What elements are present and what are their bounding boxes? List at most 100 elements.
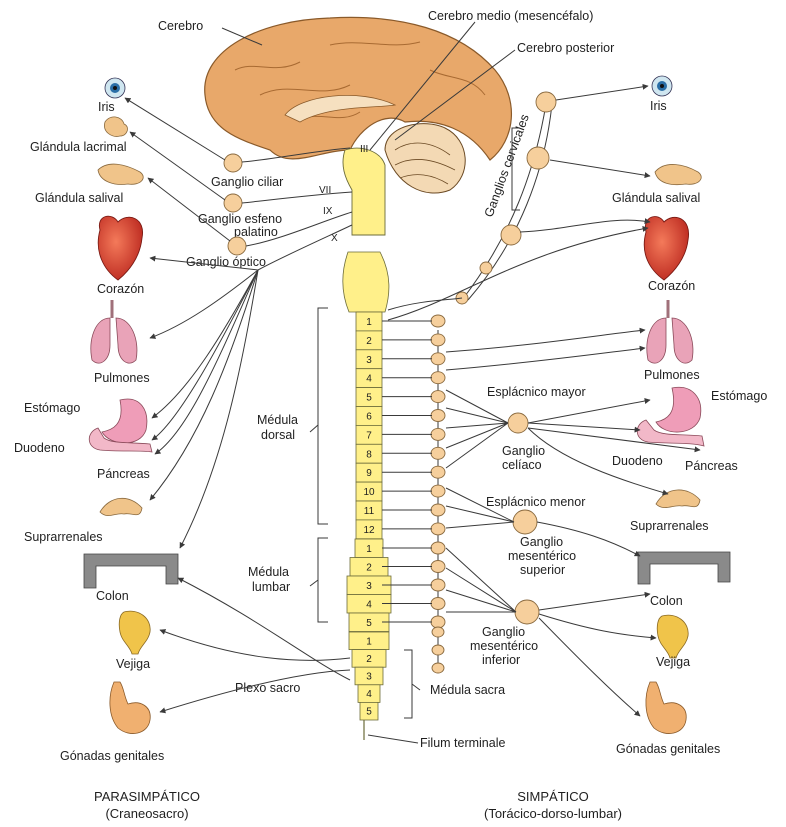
chain-ganglion: [431, 334, 445, 346]
label-ganglio-ciliar: Ganglio ciliar: [211, 175, 283, 189]
label-duodeno-right: Duodeno: [612, 454, 663, 468]
label-corazon-right: Corazón: [648, 279, 695, 293]
footer-right-title: SIMPÁTICO: [517, 789, 589, 804]
heart-right: [644, 217, 688, 280]
bladder-left: [119, 611, 150, 654]
chain-ganglion: [431, 523, 445, 535]
lungs-right: [647, 300, 693, 363]
label-estomago-right: Estómago: [711, 389, 767, 403]
label-mes-sup-1: Ganglio: [520, 535, 563, 549]
chain-ganglion: [431, 410, 445, 422]
sacral-segment-label: 4: [366, 689, 372, 700]
chain-ganglion: [431, 598, 445, 610]
dorsal-segment-label: 10: [363, 487, 375, 498]
label-corazon-left: Corazón: [97, 282, 144, 296]
ganglion-mesenterico-inferior: [515, 600, 539, 624]
chain-ganglion: [431, 542, 445, 554]
dorsal-segments: 123456789101112: [356, 312, 382, 539]
label-ganglio-celiaco-2: celíaco: [502, 458, 542, 472]
ganglion-mesenterico-superior: [513, 510, 537, 534]
sacral-segment-label: 2: [366, 654, 372, 665]
label-iris-right: Iris: [650, 99, 667, 113]
label-suprarrenales-left: Suprarrenales: [24, 530, 103, 544]
label-ganglio-celiaco-1: Ganglio: [502, 444, 545, 458]
ganglion-otico: [228, 237, 246, 255]
label-duodeno-left: Duodeno: [14, 441, 65, 455]
sacral-chain-ganglion: [432, 645, 444, 655]
chain-ganglion: [431, 579, 445, 591]
ganglion-ciliar: [224, 154, 242, 172]
label-vejiga-left: Vejiga: [116, 657, 150, 671]
label-gonadas-right: Gónadas genitales: [616, 742, 720, 756]
label-ganglio-esfeno: Ganglio esfeno: [198, 212, 282, 226]
label-colon-left: Colon: [96, 589, 129, 603]
chain-ganglion: [431, 447, 445, 459]
stomach-left: [102, 399, 147, 443]
chain-ganglion: [431, 504, 445, 516]
chain-ganglion: [431, 353, 445, 365]
label-cerebro-posterior: Cerebro posterior: [517, 41, 614, 55]
label-iris-left: Iris: [98, 100, 115, 114]
chain-ganglion: [431, 428, 445, 440]
chain-ganglion: [431, 315, 445, 327]
footer-left-title: PARASIMPÁTICO: [94, 789, 200, 804]
lumbar-segment-label: 5: [366, 618, 372, 629]
lumbar-segment-label: 2: [366, 562, 372, 573]
ganglion-celiaco: [508, 413, 528, 433]
lumbar-segment-label: 3: [366, 581, 372, 592]
ganglion-cervical-medio: [527, 147, 549, 169]
iris-right: [652, 76, 672, 96]
chain-ganglion: [431, 372, 445, 384]
footer-right-subtitle: (Torácico-dorso-lumbar): [484, 806, 622, 821]
ganglion-cervical-inferior: [501, 225, 521, 245]
label-glandula-lacrimal-left: Glándula lacrimal: [30, 140, 127, 154]
sacral-segment-label: 3: [366, 672, 372, 683]
gonads-left: [110, 682, 150, 734]
label-palatino: palatino: [234, 225, 278, 239]
label-mes-sup-2: mesentérico: [508, 549, 576, 563]
salivary-gland-right: [655, 164, 701, 184]
colon-left: [84, 554, 178, 588]
sacral-segments: 1 2 3 4 5: [349, 632, 389, 720]
dorsal-segment-label: 3: [366, 355, 372, 366]
label-pulmones-right: Pulmones: [644, 368, 700, 382]
label-glandula-salival-left: Glándula salival: [35, 191, 123, 205]
dorsal-segment-label: 12: [363, 525, 375, 536]
lungs-left: [91, 300, 137, 363]
label-cerebro: Cerebro: [158, 19, 203, 33]
sacral-segment-label: 1: [366, 636, 372, 647]
label-mes-inf-2: mesentérico: [470, 639, 538, 653]
ganglion-esfenopalatino: [224, 194, 242, 212]
chain-ganglion: [431, 561, 445, 573]
iris-left: [105, 78, 125, 98]
sacral-chain-ganglion: [432, 627, 444, 637]
label-vejiga-right: Vejiga: [656, 655, 690, 669]
label-medula-lumbar-1: Médula: [248, 565, 289, 579]
sacral-segment-label: 5: [366, 707, 372, 718]
cerebrum: [205, 17, 512, 160]
label-pulmones-left: Pulmones: [94, 371, 150, 385]
label-filum-terminale: Filum terminale: [420, 736, 505, 750]
dorsal-segment-label: 6: [366, 411, 372, 422]
label-esplacnico-menor: Esplácnico menor: [486, 495, 585, 509]
chain-ganglion: [431, 616, 445, 628]
footer-left-subtitle: (Craneosacro): [105, 806, 188, 821]
lumbar-segment-label: 1: [366, 544, 372, 555]
label-colon-right: Colon: [650, 594, 683, 608]
dorsal-segment-label: 7: [366, 430, 372, 441]
cranial-nerve-III: III: [360, 144, 368, 155]
label-cerebro-medio: Cerebro medio (mesencéfalo): [428, 9, 593, 23]
cervical-cord: [343, 252, 389, 312]
dorsal-segment-label: 2: [366, 336, 372, 347]
sacral-chain-ganglion: [432, 663, 444, 673]
bladder-right: [657, 615, 688, 658]
label-medula-dorsal-2: dorsal: [261, 428, 295, 442]
label-suprarrenales-right: Suprarrenales: [630, 519, 709, 533]
salivary-gland-left: [98, 164, 143, 184]
chain-ganglion: [431, 485, 445, 497]
chain-ganglion: [431, 391, 445, 403]
label-gonadas-left: Gónadas genitales: [60, 749, 164, 763]
